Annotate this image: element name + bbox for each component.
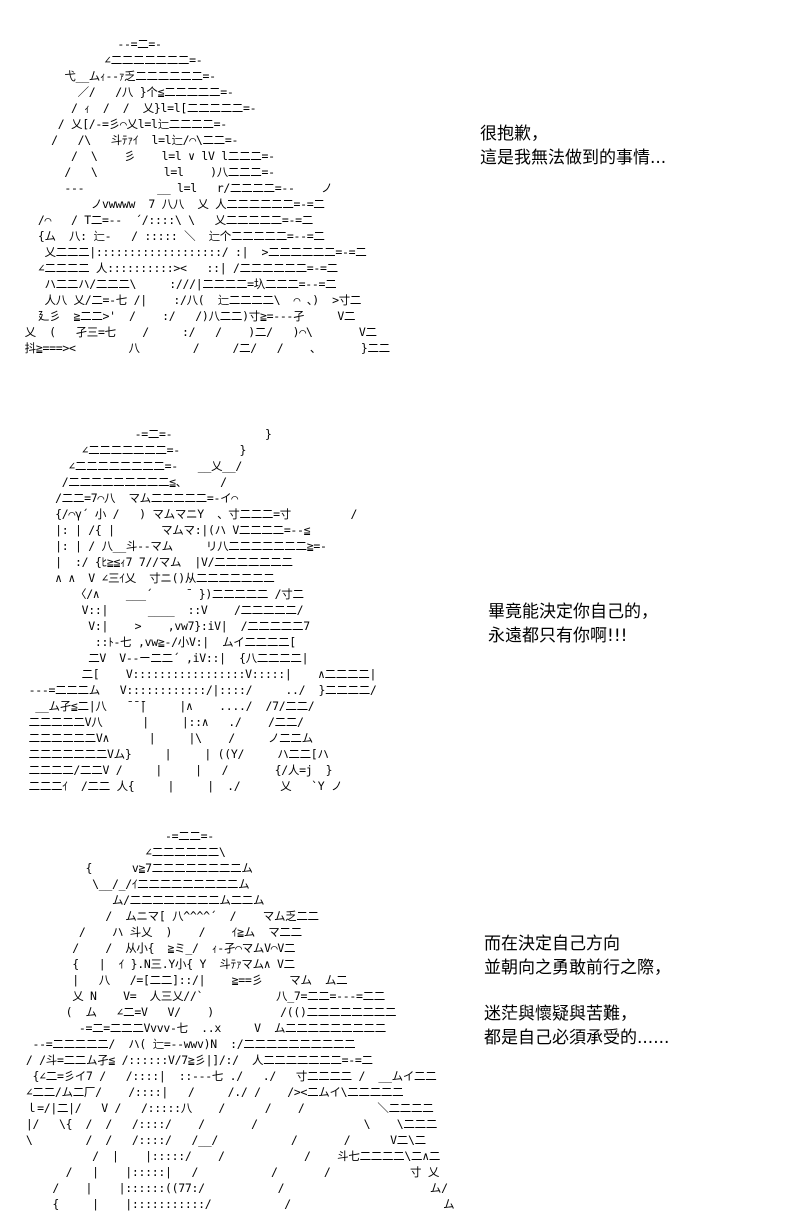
dialogue-line: 畢竟能決定你自己的，	[488, 602, 658, 622]
manga-panel-1: --=二=- ∠二二二二二二二=- 弋__ムｨ--ｧ乏二二二二二二=- ／/ /…	[0, 0, 800, 410]
dialogue-line: 都是自己必須承受的......	[484, 1028, 670, 1048]
manga-panel-3: -=二二=- ∠二二二二二二\ { v≧7二二二二二二二二ム \__/_/ｲ二二…	[0, 810, 800, 1211]
ascii-art-figure-3: -=二二=- ∠二二二二二二\ { v≧7二二二二二二二二ム \__/_/ｲ二二…	[25, 829, 455, 1211]
dialogue-spacer	[484, 980, 671, 1002]
dialogue-text-1: 很抱歉， 這是我無法做到的事情...	[480, 122, 666, 170]
ascii-art-figure-1: --=二=- ∠二二二二二二二=- 弋__ムｨ--ｧ乏二二二二二二=- ／/ /…	[24, 37, 391, 355]
dialogue-line: 迷茫與懷疑與苦難，	[484, 1004, 637, 1024]
dialogue-text-3: 而在決定自己方向 並朝向之勇敢前行之際， 迷茫與懷疑與苦難， 都是自己必須承受的…	[484, 932, 671, 1050]
dialogue-line: 這是我無法做到的事情...	[480, 148, 667, 168]
ascii-art-figure-2: -=二=- } ∠二二二二二二二=- } ∠二二二二二二二二=- __乂__/ …	[28, 427, 377, 793]
dialogue-line: 永遠都只有你啊!!!	[488, 626, 628, 646]
dialogue-line: 而在決定自己方向	[484, 934, 620, 954]
dialogue-line: 很抱歉，	[480, 124, 548, 144]
dialogue-text-2: 畢竟能決定你自己的， 永遠都只有你啊!!!	[488, 600, 658, 648]
dialogue-line: 並朝向之勇敢前行之際，	[484, 958, 671, 978]
manga-panel-2: -=二=- } ∠二二二二二二二=- } ∠二二二二二二二二=- __乂__/ …	[0, 410, 800, 810]
